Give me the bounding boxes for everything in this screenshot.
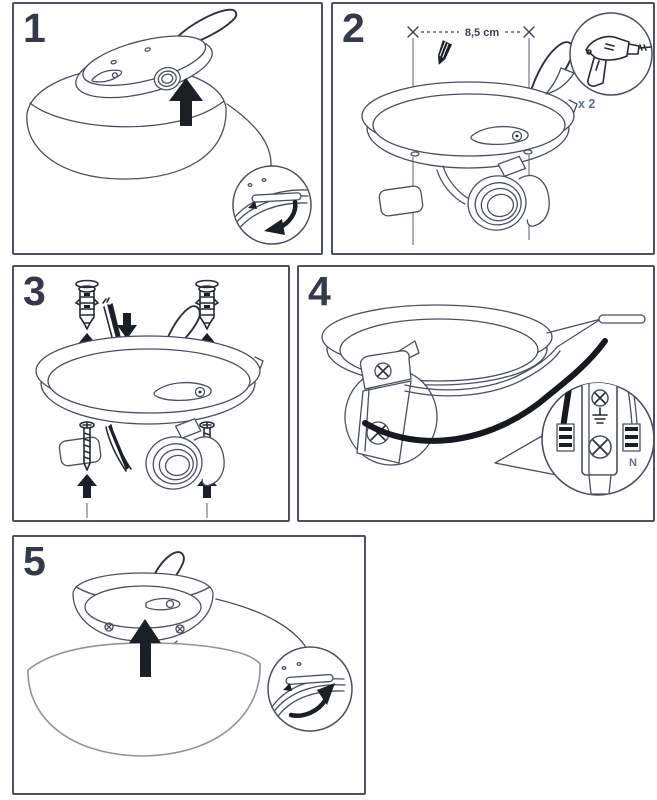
- screw-hole: [523, 149, 533, 155]
- rotate-cw-arrow-icon: [288, 696, 329, 718]
- step-2-illustration: 8,5 cm: [361, 12, 653, 245]
- pencil-icon: [437, 40, 453, 65]
- mounting-plate: [35, 335, 264, 425]
- lamp-socket: [145, 418, 225, 490]
- detail-inset-lock: [267, 646, 353, 732]
- black-cable: [362, 338, 608, 444]
- step-number: 2: [342, 5, 365, 51]
- step-panel-5: 5: [12, 535, 366, 795]
- step-number: 1: [23, 5, 46, 51]
- step-1-illustration: [26, 8, 312, 245]
- mounting-plate: [72, 572, 214, 646]
- detail-inset-terminal: N: [494, 382, 653, 496]
- ground-icon: [592, 407, 608, 424]
- screw-hole: [144, 47, 151, 52]
- detail-inset-drill: x 2: [545, 12, 653, 111]
- neutral-wire: [624, 383, 638, 426]
- keyhole-slot: [470, 125, 529, 146]
- keyhole-slot: [91, 69, 123, 83]
- dimension-label: 8,5 cm: [465, 27, 499, 39]
- x-mark: [407, 26, 419, 38]
- step-panel-2: 8,5 cm: [331, 2, 655, 255]
- up-arrow-icon: [77, 474, 97, 498]
- strap-tab: [598, 314, 646, 324]
- up-arrow-icon: [169, 78, 203, 126]
- phillips-screw: [377, 365, 389, 377]
- step-5-illustration: [27, 551, 353, 757]
- step-3-illustration: [35, 279, 264, 518]
- inset-leader-line: [215, 598, 308, 650]
- wire-clamp: [622, 423, 641, 452]
- wall-anchor-icon: [195, 279, 219, 330]
- drill-icon: [585, 35, 652, 87]
- lamp-shade: [27, 642, 261, 757]
- strap-tab: [285, 673, 334, 686]
- keyhole-slot: [145, 597, 181, 611]
- step-panel-4: N 4: [297, 265, 655, 522]
- wall-anchor-icon: [75, 279, 99, 330]
- screw-icon: [79, 421, 95, 471]
- screw-hole: [110, 59, 117, 65]
- up-arrow-icon: [129, 619, 161, 677]
- step-panel-3: 3: [12, 265, 290, 522]
- step-number: 4: [308, 268, 331, 314]
- screw-head: [104, 622, 114, 632]
- drill-count-label: x 2: [578, 97, 595, 111]
- neutral-terminal-label: N: [629, 457, 637, 469]
- strap-tab: [251, 192, 302, 203]
- side-tab: [378, 185, 424, 217]
- neutral-wire: [404, 346, 558, 391]
- step-number: 5: [23, 538, 46, 584]
- wire-clamp: [556, 423, 575, 452]
- lamp-socket: [467, 155, 550, 231]
- edge-tab: [546, 318, 602, 348]
- step-panel-1: 1: [12, 2, 323, 255]
- step-number: 3: [23, 268, 46, 314]
- x-mark: [523, 26, 535, 38]
- down-arrow-icon: [117, 313, 137, 339]
- phillips-screw: [592, 439, 608, 455]
- inset-leader-line: [226, 103, 272, 168]
- side-tab: [58, 436, 102, 467]
- screw-head: [175, 624, 185, 634]
- mains-cable: [102, 297, 121, 342]
- wires: [105, 424, 132, 472]
- keyhole-slot: [153, 381, 212, 402]
- mounting-plate: [75, 8, 238, 99]
- screw-hole: [410, 151, 420, 157]
- step-4-illustration: N: [321, 304, 653, 496]
- cable-strap: [176, 8, 238, 47]
- detail-inset-unlock: [232, 165, 312, 245]
- lamp-socket: [153, 66, 181, 91]
- wires: [436, 165, 472, 205]
- mounting-plate: [361, 41, 578, 169]
